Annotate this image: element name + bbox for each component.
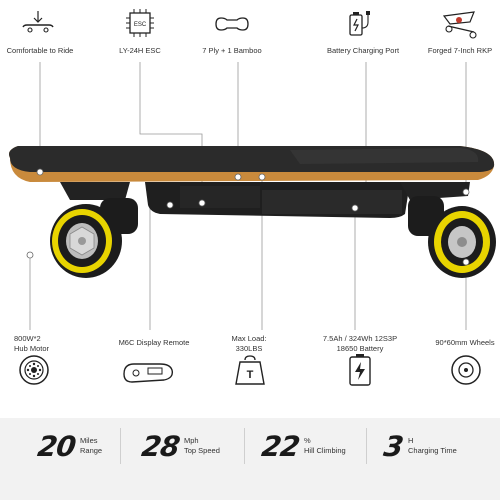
spec-bar [0, 418, 500, 500]
feature-label-esc: LY-24H ESC [119, 46, 161, 55]
spec-range-desc: Range [80, 446, 103, 455]
deck [9, 146, 495, 182]
spec-hill: 22 % Hill Climbing [259, 428, 362, 468]
feature-label-comfort: Comfortable to Ride [6, 46, 74, 55]
bottom-label-load: Max Load:330LBS [231, 334, 267, 353]
rear-wheel [50, 204, 122, 278]
spec-range-unit: Miles [80, 436, 98, 445]
spec-speed-value: 28 [139, 430, 182, 463]
deck-shape-icon [212, 8, 252, 40]
battery-enclosure [145, 182, 410, 218]
hub-motor-icon [16, 352, 52, 388]
spec-charging-unit: H [408, 436, 414, 445]
skateboard-illustration [9, 62, 496, 330]
spec-speed-desc: Top Speed [184, 446, 220, 455]
spec-divider [244, 428, 245, 464]
spec-charging-desc: Charging Time [408, 446, 457, 455]
wheel-icon [448, 352, 484, 388]
bottom-label-wheels: 90*60mm Wheels [435, 338, 495, 347]
spec-hill-desc: Hill Climbing [304, 446, 346, 455]
feature-label-truck: Forged 7-Inch RKP [427, 46, 493, 55]
front-wheel [428, 206, 496, 278]
spec-charging-value: 3 [381, 430, 405, 463]
spec-range-value: 20 [35, 430, 78, 463]
truck-icon [440, 8, 480, 40]
esc-chip-icon: ESC [120, 8, 160, 40]
spec-hill-value: 22 [259, 430, 302, 463]
spec-speed: 28 Mph Top Speed [139, 428, 242, 468]
spec-divider [366, 428, 367, 464]
bottom-label-remote: M6C Display Remote [118, 338, 190, 347]
remote-icon [120, 352, 176, 388]
spec-range: 20 Miles Range [35, 428, 118, 468]
charging-port-icon [340, 8, 380, 40]
weight-icon: T [232, 352, 268, 388]
spec-charging: 3 H Charging Time [381, 428, 494, 468]
battery-icon [342, 352, 378, 388]
weight-icon-text: T [247, 369, 254, 381]
esc-icon-text: ESC [134, 22, 147, 28]
spec-divider [120, 428, 121, 464]
skateboard-ride-icon [18, 8, 58, 40]
spec-speed-unit: Mph [184, 436, 199, 445]
feature-label-charging: Battery Charging Port [326, 46, 400, 55]
spec-hill-unit: % [304, 436, 311, 445]
feature-label-deck: 7 Ply + 1 Bamboo [202, 46, 262, 55]
